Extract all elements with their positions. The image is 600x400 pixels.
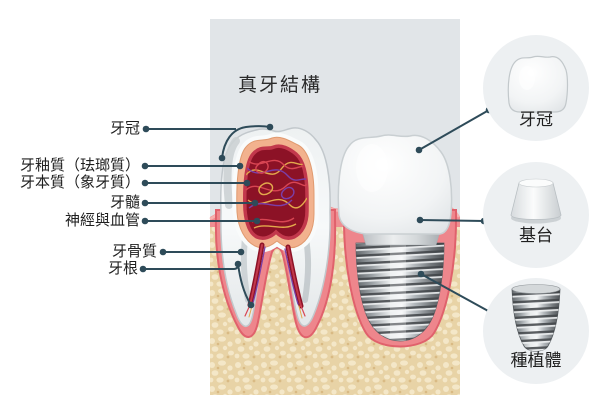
- leader-enamel: [141, 162, 244, 170]
- implant-crown: [337, 134, 453, 235]
- label-crown: 牙冠: [109, 121, 140, 137]
- leader-root: [139, 260, 255, 309]
- label-implant-crown: 牙冠: [519, 110, 553, 129]
- root-canals: [244, 242, 306, 319]
- leader-crown: [142, 123, 274, 162]
- detail-circles: [483, 35, 589, 384]
- label-nerves: 神經與血管: [64, 213, 140, 229]
- label-implant-abutment: 基台: [519, 226, 553, 245]
- crown-icon: [507, 55, 569, 113]
- label-cementum: 牙骨質: [111, 244, 157, 260]
- leader-lines: [139, 106, 494, 316]
- nerve-vessel-tangle: [245, 159, 307, 229]
- label-enamel: 牙釉質（珐瑯質）: [19, 158, 140, 174]
- implant-body-icon: [511, 284, 561, 352]
- leader-pulp: [141, 199, 259, 207]
- label-dentin: 牙本質（象牙質）: [19, 175, 140, 191]
- leader-cementum: [159, 248, 245, 256]
- abutment-icon: [510, 178, 562, 224]
- label-implant-body: 種植體: [510, 351, 562, 370]
- diagram-title: 真牙結構: [238, 75, 323, 96]
- leader-dentin: [141, 179, 251, 187]
- label-root: 牙根: [107, 261, 138, 277]
- main-panel: [209, 19, 461, 395]
- leader-nerves: [141, 217, 261, 225]
- label-pulp: 牙髓: [109, 195, 140, 211]
